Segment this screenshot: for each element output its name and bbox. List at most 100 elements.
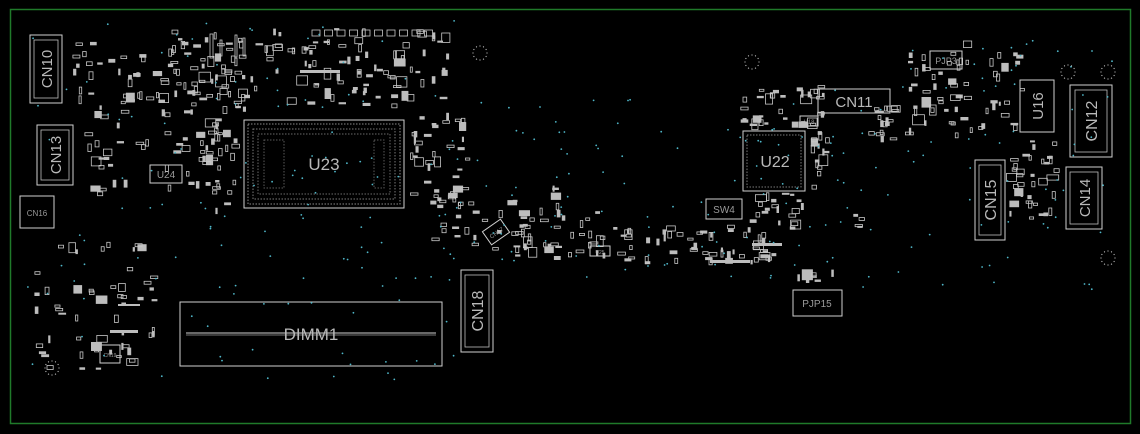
smd-part <box>801 121 806 124</box>
cpu-u23[interactable]: U23 <box>243 119 405 209</box>
smd-part <box>200 58 206 62</box>
via <box>945 87 947 89</box>
connector-cn11[interactable]: CN11 <box>817 88 891 114</box>
smd-part <box>758 88 765 92</box>
smd-part <box>230 152 235 161</box>
smd-part <box>427 163 431 171</box>
connector-cn15[interactable]: CN15 <box>974 159 1006 241</box>
via <box>994 85 997 87</box>
via <box>245 162 247 164</box>
via <box>1056 179 1059 181</box>
smd-part <box>216 183 221 189</box>
smd-part <box>399 29 408 37</box>
chip-u24[interactable]: U24 <box>149 164 183 184</box>
smd-part <box>217 165 222 171</box>
chip-u25[interactable]: U25 <box>589 245 611 257</box>
via <box>415 360 418 362</box>
mounting-hole-dot <box>1061 67 1063 70</box>
via <box>834 89 836 92</box>
jumper-pjp3[interactable]: PJP3 <box>929 50 963 70</box>
via <box>714 263 716 266</box>
via <box>602 171 604 174</box>
smd-part <box>195 181 200 189</box>
connector-cn16[interactable]: CN16 <box>19 195 55 229</box>
via <box>150 169 153 172</box>
smd-part <box>191 102 197 107</box>
smd-part <box>880 120 884 128</box>
smd-part <box>761 210 769 214</box>
smd-part <box>958 57 963 65</box>
pjp3-label: PJP3 <box>935 56 957 66</box>
smd-part <box>908 86 913 92</box>
smd-part <box>796 199 802 203</box>
mounting-hole-dot <box>57 363 59 366</box>
connector-cn17[interactable]: CN17 <box>481 218 511 246</box>
via <box>563 131 566 133</box>
smd-part <box>515 245 520 253</box>
smd-part <box>75 249 78 255</box>
mounting-hole-dot <box>51 360 53 362</box>
connector-cn14[interactable]: CN14 <box>1065 166 1103 230</box>
smd-part <box>556 209 561 218</box>
smd-part <box>227 190 233 195</box>
smd-part <box>527 239 532 245</box>
mounting-hole-dot <box>486 52 488 54</box>
smd-part <box>696 231 703 235</box>
smd-part <box>814 279 821 282</box>
via <box>314 191 317 194</box>
via <box>875 166 877 169</box>
smd-part <box>160 78 169 82</box>
smd-part <box>797 274 800 282</box>
mounting-hole-dot <box>479 59 481 61</box>
smd-part <box>452 185 464 193</box>
smd-part <box>151 299 158 302</box>
via <box>293 169 296 172</box>
via <box>832 135 834 138</box>
memory-slot-dimm1[interactable]: DIMM1 <box>179 301 443 367</box>
via <box>1006 256 1009 259</box>
smd-part <box>116 355 122 358</box>
smd-part <box>90 41 97 46</box>
switch-sw4[interactable]: SW4 <box>705 198 743 220</box>
smd-part <box>391 103 398 109</box>
via <box>907 150 910 153</box>
connector-cn13[interactable]: CN13 <box>36 124 74 186</box>
via <box>647 254 650 256</box>
smd-part <box>324 88 331 99</box>
smd-part <box>778 108 783 115</box>
via <box>575 255 578 257</box>
connector-cn18[interactable]: CN18 <box>460 269 494 353</box>
smd-part <box>393 85 402 88</box>
smd-part <box>120 55 128 59</box>
smd-part <box>1029 216 1034 220</box>
smd-part <box>393 58 406 67</box>
chip-u22[interactable]: U22 <box>742 130 806 192</box>
connector-cn12[interactable]: CN12 <box>1069 84 1113 158</box>
mounting-hole-dot <box>757 57 759 60</box>
connector-cn10[interactable]: CN10 <box>29 34 63 104</box>
via <box>251 29 254 31</box>
smd-part <box>222 106 228 114</box>
smd-part <box>202 155 206 162</box>
smd-part <box>196 131 206 138</box>
via <box>60 264 63 267</box>
smd-part <box>134 243 143 248</box>
smd-part <box>338 102 346 105</box>
via <box>566 195 569 198</box>
smd-part <box>742 118 747 122</box>
connector-cn19[interactable]: CN19 <box>99 344 121 364</box>
jumper-pjp15[interactable]: PJP15 <box>792 289 843 317</box>
chip-u18[interactable]: U18 <box>799 115 819 127</box>
smd-part <box>161 109 165 117</box>
via <box>744 139 747 142</box>
smd-part <box>186 170 190 177</box>
smd-part <box>123 179 128 188</box>
smd-part <box>758 119 764 127</box>
smd-part <box>752 243 782 246</box>
smd-part <box>118 283 126 292</box>
smd-part <box>596 250 599 256</box>
via <box>793 264 796 266</box>
chip-u16[interactable]: U16 <box>1019 79 1055 133</box>
via <box>331 131 333 134</box>
smd-part <box>528 247 538 258</box>
